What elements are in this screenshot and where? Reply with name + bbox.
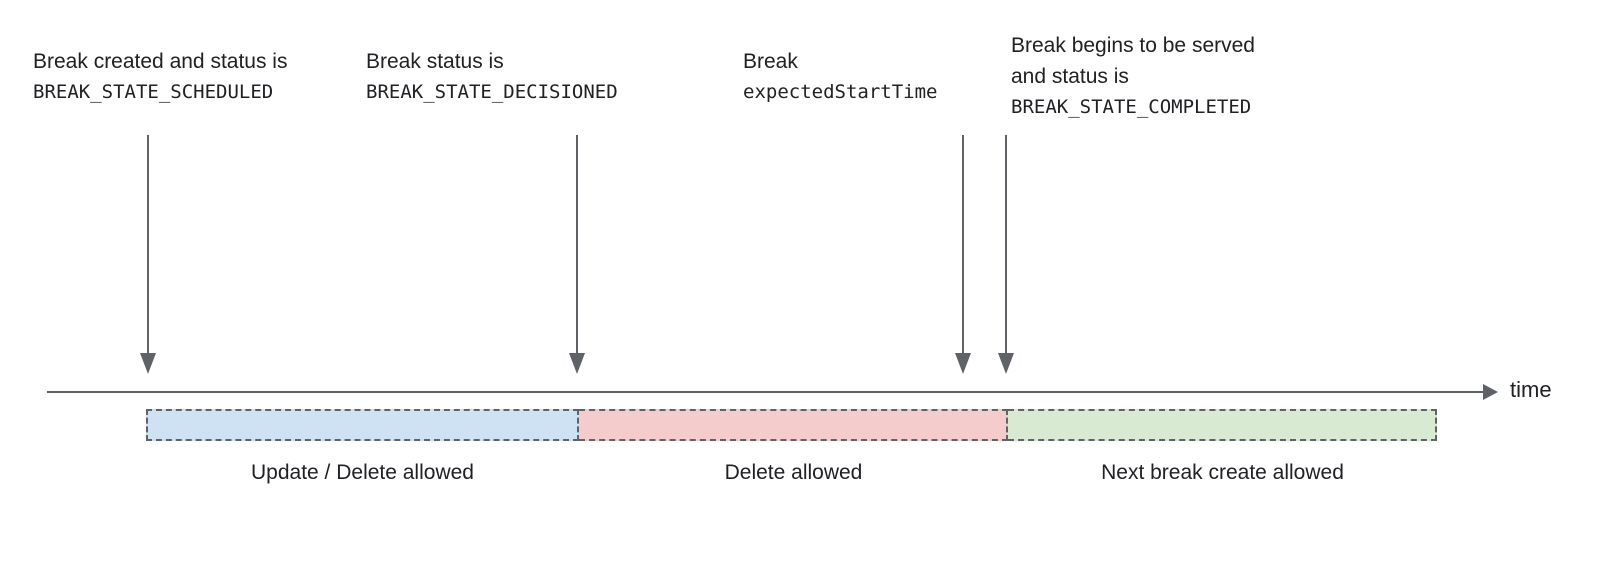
segment-update-delete-allowed bbox=[146, 409, 579, 441]
arrow-down-icon bbox=[955, 353, 971, 374]
time-axis-label: time bbox=[1510, 377, 1552, 402]
event-arrow-scheduled bbox=[140, 135, 156, 374]
segment-next-break-create-allowed bbox=[1008, 409, 1437, 441]
annotation-text: Break begins to be served and status is bbox=[1011, 34, 1255, 88]
annotation-break-completed: Break begins to be served and status is … bbox=[1011, 30, 1283, 123]
arrow-right-icon bbox=[1483, 384, 1498, 400]
arrow-down-icon bbox=[140, 353, 156, 374]
annotation-text: Break bbox=[743, 50, 798, 73]
annotation-code: BREAK_STATE_DECISIONED bbox=[366, 81, 618, 103]
annotation-code: expectedStartTime bbox=[743, 81, 938, 103]
event-arrow-completed bbox=[998, 135, 1014, 374]
event-arrow-expected-start bbox=[955, 135, 971, 374]
arrow-stem bbox=[962, 135, 964, 355]
time-axis-line bbox=[47, 391, 1483, 393]
arrow-down-icon bbox=[569, 353, 585, 374]
arrow-stem bbox=[147, 135, 149, 355]
annotation-expected-start-time: Break expectedStartTime bbox=[743, 46, 1003, 108]
annotation-code: BREAK_STATE_SCHEDULED bbox=[33, 81, 274, 103]
annotation-code: BREAK_STATE_COMPLETED bbox=[1011, 96, 1252, 118]
segment-label-delete: Delete allowed bbox=[724, 461, 863, 484]
segment-label-update-delete: Update / Delete allowed bbox=[251, 461, 474, 484]
annotation-text: Break created and status is bbox=[33, 50, 288, 73]
segment-delete-allowed bbox=[579, 409, 1008, 441]
arrow-down-icon bbox=[998, 353, 1014, 374]
arrow-stem bbox=[1005, 135, 1007, 355]
arrow-stem bbox=[576, 135, 578, 355]
event-arrow-decisioned bbox=[569, 135, 585, 374]
annotation-break-scheduled: Break created and status is BREAK_STATE_… bbox=[33, 46, 343, 108]
segment-label-next-break-create: Next break create allowed bbox=[1101, 461, 1344, 484]
annotation-break-decisioned: Break status is BREAK_STATE_DECISIONED bbox=[366, 46, 676, 108]
annotation-text: Break status is bbox=[366, 50, 504, 73]
